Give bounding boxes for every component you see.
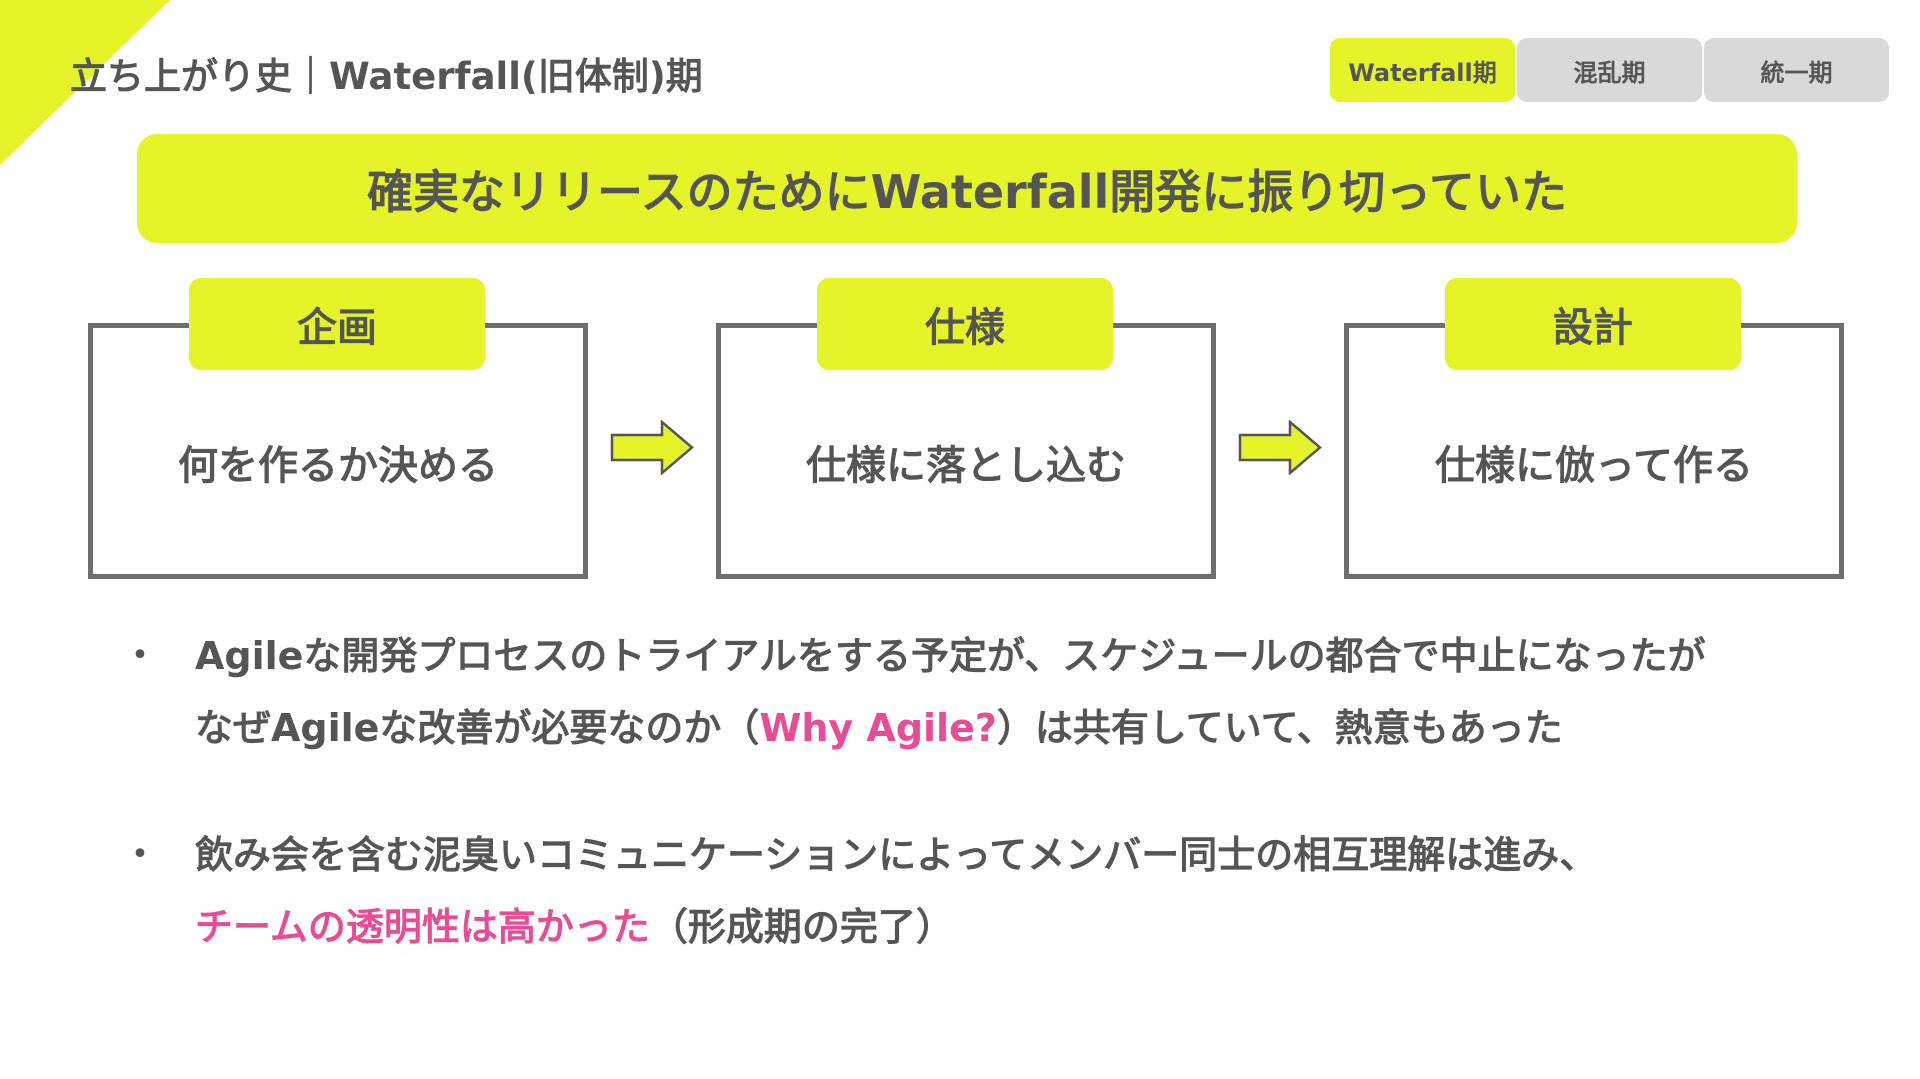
phase-tab-chaos[interactable]: 混乱期	[1517, 38, 1702, 102]
bullet-item: • Agileな開発プロセスのトライアルをする予定が、スケジュールの都合で中止に…	[125, 620, 1825, 764]
headline-banner: 確実なリリースのためにWaterfall開発に振り切っていた	[137, 134, 1797, 243]
bullet-line: なぜAgileな改善が必要なのか（Why Agile?）は共有していて、熱意もあ…	[195, 692, 1825, 764]
step-description-design: 仕様に倣って作る	[1435, 443, 1753, 489]
bullet-dot-icon: •	[131, 638, 149, 673]
phase-tab-waterfall[interactable]: Waterfall期	[1330, 38, 1515, 102]
corner-triangle-decoration	[0, 0, 170, 165]
bullet-text: （形成期の完了）	[649, 905, 954, 949]
step-label-planning: 企画	[189, 278, 485, 370]
highlight-text: チームの透明性は高かった	[195, 905, 650, 949]
step-box-specification: 仕様 仕様に落とし込む	[716, 278, 1216, 579]
bullet-line: Agileな開発プロセスのトライアルをする予定が、スケジュールの都合で中止になっ…	[195, 634, 1706, 678]
bullet-line: チームの透明性は高かった（形成期の完了）	[195, 891, 1825, 963]
step-box-planning: 企画 何を作るか決める	[88, 278, 588, 579]
step-box-design: 設計 仕様に倣って作る	[1344, 278, 1844, 579]
arrow-right-icon	[1238, 420, 1322, 475]
step-label-specification: 仕様	[817, 278, 1113, 370]
bullet-dot-icon: •	[131, 837, 149, 872]
step-description-planning: 何を作るか決める	[178, 443, 498, 489]
bullet-text: ）は共有していて、熱意もあった	[996, 706, 1563, 750]
highlight-text: Why Agile?	[759, 706, 997, 750]
bullet-line: 飲み会を含む泥臭いコミュニケーションによってメンバー同士の相互理解は進み、	[195, 833, 1598, 877]
page-title: 立ち上がり史｜Waterfall(旧体制)期	[70, 55, 703, 98]
bullet-list: • Agileな開発プロセスのトライアルをする予定が、スケジュールの都合で中止に…	[125, 620, 1825, 1018]
phase-tab-unification[interactable]: 統一期	[1704, 38, 1889, 102]
bullet-item: • 飲み会を含む泥臭いコミュニケーションによってメンバー同士の相互理解は進み、 …	[125, 819, 1825, 963]
step-description-specification: 仕様に落とし込む	[806, 443, 1126, 489]
step-label-design: 設計	[1445, 278, 1741, 370]
bullet-text: なぜAgileな改善が必要なのか（	[195, 706, 760, 750]
arrow-right-icon	[610, 420, 694, 475]
